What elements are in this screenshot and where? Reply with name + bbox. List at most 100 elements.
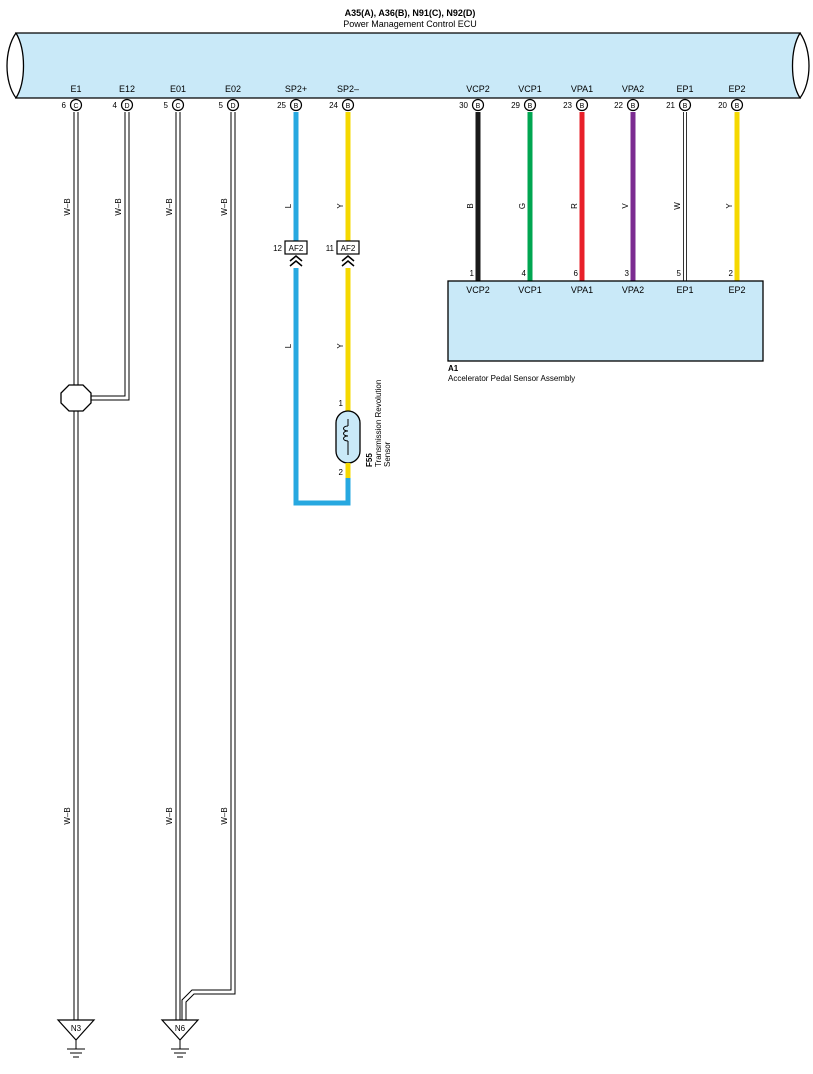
sensor-terminal: EP1 xyxy=(676,285,693,295)
transmission-revolution-sensor: 1 2 xyxy=(335,399,361,478)
sensor-pin: 2 xyxy=(729,269,734,278)
svg-text:B: B xyxy=(528,103,533,110)
wire-color-label: W–B xyxy=(63,807,72,824)
svg-text:B: B xyxy=(346,103,351,110)
svg-text:C: C xyxy=(175,103,180,110)
pedal-sensor-box xyxy=(447,280,764,362)
wire-e01 xyxy=(175,112,181,1020)
svg-text:B: B xyxy=(580,103,585,110)
pin-vcp2: 30 B xyxy=(459,98,485,112)
sensor-code: F55 xyxy=(365,453,374,467)
wire-color-label: W–B xyxy=(165,198,174,215)
pin-ep1: 21 B xyxy=(666,98,692,112)
svg-text:29: 29 xyxy=(511,101,520,110)
terminal-e12: E12 xyxy=(119,84,135,94)
pin-vpa1: 23 B xyxy=(563,98,589,112)
svg-text:5: 5 xyxy=(164,101,169,110)
terminal-vcp1: VCP1 xyxy=(518,84,542,94)
svg-text:5: 5 xyxy=(219,101,224,110)
svg-text:N3: N3 xyxy=(71,1024,82,1033)
terminal-e1: E1 xyxy=(70,84,81,94)
svg-text:B: B xyxy=(476,103,481,110)
pedal-sensor-name: Accelerator Pedal Sensor Assembly xyxy=(448,374,575,383)
terminal-vpa2: VPA2 xyxy=(622,84,644,94)
sensor-terminal: VCP2 xyxy=(466,285,490,295)
pin-e1: 6 C xyxy=(62,98,83,112)
wire-color-label: V xyxy=(621,203,630,209)
connector-af2-11: 11 AF2 xyxy=(326,240,360,267)
wire-color-label: W–B xyxy=(220,198,229,215)
svg-text:2: 2 xyxy=(339,468,344,477)
sensor-pin: 1 xyxy=(470,269,475,278)
ecu-codes: A35(A), A36(B), N91(C), N92(D) xyxy=(345,8,476,18)
svg-text:12: 12 xyxy=(273,244,282,253)
pin-vpa2: 22 B xyxy=(614,98,640,112)
sensor-terminal: VPA2 xyxy=(622,285,644,295)
sensor-terminal: EP2 xyxy=(728,285,745,295)
svg-text:25: 25 xyxy=(277,101,286,110)
pin-ep2: 20 B xyxy=(718,98,744,112)
wire-color-label: Y xyxy=(336,343,345,349)
svg-text:C: C xyxy=(73,103,78,110)
wire-e12 xyxy=(88,112,130,401)
svg-text:24: 24 xyxy=(329,101,338,110)
pin-vcp1: 29 B xyxy=(511,98,537,112)
sensor-pin: 6 xyxy=(574,269,579,278)
sensor-pin: 5 xyxy=(677,269,682,278)
sensor-terminal: VPA1 xyxy=(571,285,593,295)
wire-color-label: L xyxy=(284,203,293,208)
wire-color-label: B xyxy=(466,203,475,208)
svg-text:AF2: AF2 xyxy=(341,244,356,253)
sensor-name-line2: Sensor xyxy=(383,441,392,467)
ecu-name: Power Management Control ECU xyxy=(343,19,477,29)
wire-color-label: R xyxy=(570,203,579,209)
wire-color-label: W xyxy=(673,202,682,210)
sensor-pin: 3 xyxy=(625,269,630,278)
sensor-terminal: VCP1 xyxy=(518,285,542,295)
pin-e02: 5 D xyxy=(219,98,240,112)
wire-sp2-plus-lower xyxy=(293,268,351,506)
svg-text:6: 6 xyxy=(62,101,67,110)
svg-text:30: 30 xyxy=(459,101,468,110)
terminal-ep1: EP1 xyxy=(676,84,693,94)
wire-color-label: G xyxy=(518,203,527,209)
pedal-sensor-code: A1 xyxy=(448,364,459,373)
svg-text:22: 22 xyxy=(614,101,623,110)
wire-color-label: Y xyxy=(725,203,734,209)
svg-text:D: D xyxy=(230,103,235,110)
svg-text:AF2: AF2 xyxy=(289,244,304,253)
wire-color-label: W–B xyxy=(165,807,174,824)
terminal-sp2-minus: SP2– xyxy=(337,84,359,94)
terminal-e02: E02 xyxy=(225,84,241,94)
pin-e01: 5 C xyxy=(164,98,185,112)
terminal-vpa1: VPA1 xyxy=(571,84,593,94)
terminal-vcp2: VCP2 xyxy=(466,84,490,94)
pin-sp2-plus: 25 B xyxy=(277,98,303,112)
terminal-sp2-plus: SP2+ xyxy=(285,84,307,94)
svg-text:21: 21 xyxy=(666,101,675,110)
wire-color-label: Y xyxy=(336,203,345,209)
svg-text:1: 1 xyxy=(339,399,344,408)
svg-text:D: D xyxy=(124,103,129,110)
svg-text:N6: N6 xyxy=(175,1024,186,1033)
ecu-left-edge xyxy=(6,32,17,99)
ground-n6: N6 xyxy=(160,1019,200,1058)
splice-junction xyxy=(60,384,92,412)
connector-af2-12: 12 AF2 xyxy=(273,240,308,267)
svg-text:B: B xyxy=(631,103,636,110)
wire-e02 xyxy=(181,112,236,1020)
svg-text:B: B xyxy=(294,103,299,110)
wire-color-label: W–B xyxy=(63,198,72,215)
ecu-right-edge xyxy=(799,32,810,99)
terminal-ep2: EP2 xyxy=(728,84,745,94)
ground-n3: N3 xyxy=(56,1019,96,1058)
wire-color-label: W–B xyxy=(220,807,229,824)
svg-text:20: 20 xyxy=(718,101,727,110)
terminal-e01: E01 xyxy=(170,84,186,94)
sensor-pin: 4 xyxy=(522,269,527,278)
svg-text:B: B xyxy=(683,103,688,110)
wire-color-label: W–B xyxy=(114,198,123,215)
svg-text:23: 23 xyxy=(563,101,572,110)
svg-text:B: B xyxy=(735,103,740,110)
